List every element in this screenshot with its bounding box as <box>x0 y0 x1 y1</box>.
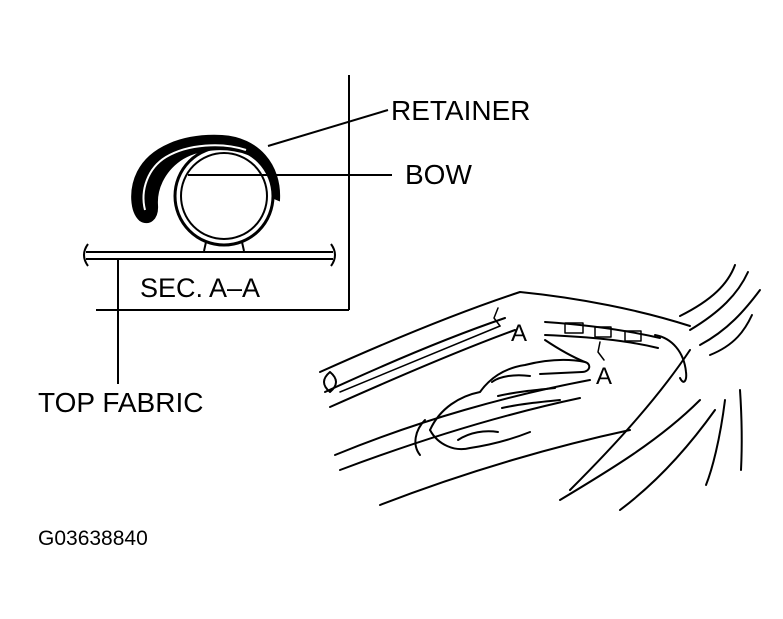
frame-curves <box>679 264 761 486</box>
retainer-label: RETAINER <box>391 95 531 126</box>
section-mark-lower-label: A <box>596 363 612 390</box>
section-detail <box>83 75 392 384</box>
retainer-inner-highlight <box>142 144 247 211</box>
section-mark-upper-label: A <box>511 320 527 347</box>
section-cut-mark-upper <box>493 307 501 327</box>
section-label: SEC. A–A <box>140 273 260 303</box>
retainer-strip <box>544 321 688 383</box>
section-cut-mark-lower <box>597 341 605 361</box>
top-fabric-strip <box>83 243 336 267</box>
lower-panels <box>334 349 716 511</box>
retainer-leader <box>267 109 389 147</box>
header-rail <box>319 291 691 408</box>
top-fabric-label: TOP FABRIC <box>38 387 203 418</box>
bow-label: BOW <box>405 159 472 190</box>
retainer-clip <box>131 134 281 224</box>
installation-illustration <box>319 264 761 511</box>
hand <box>414 339 591 456</box>
figure-id: G03638840 <box>38 527 148 550</box>
